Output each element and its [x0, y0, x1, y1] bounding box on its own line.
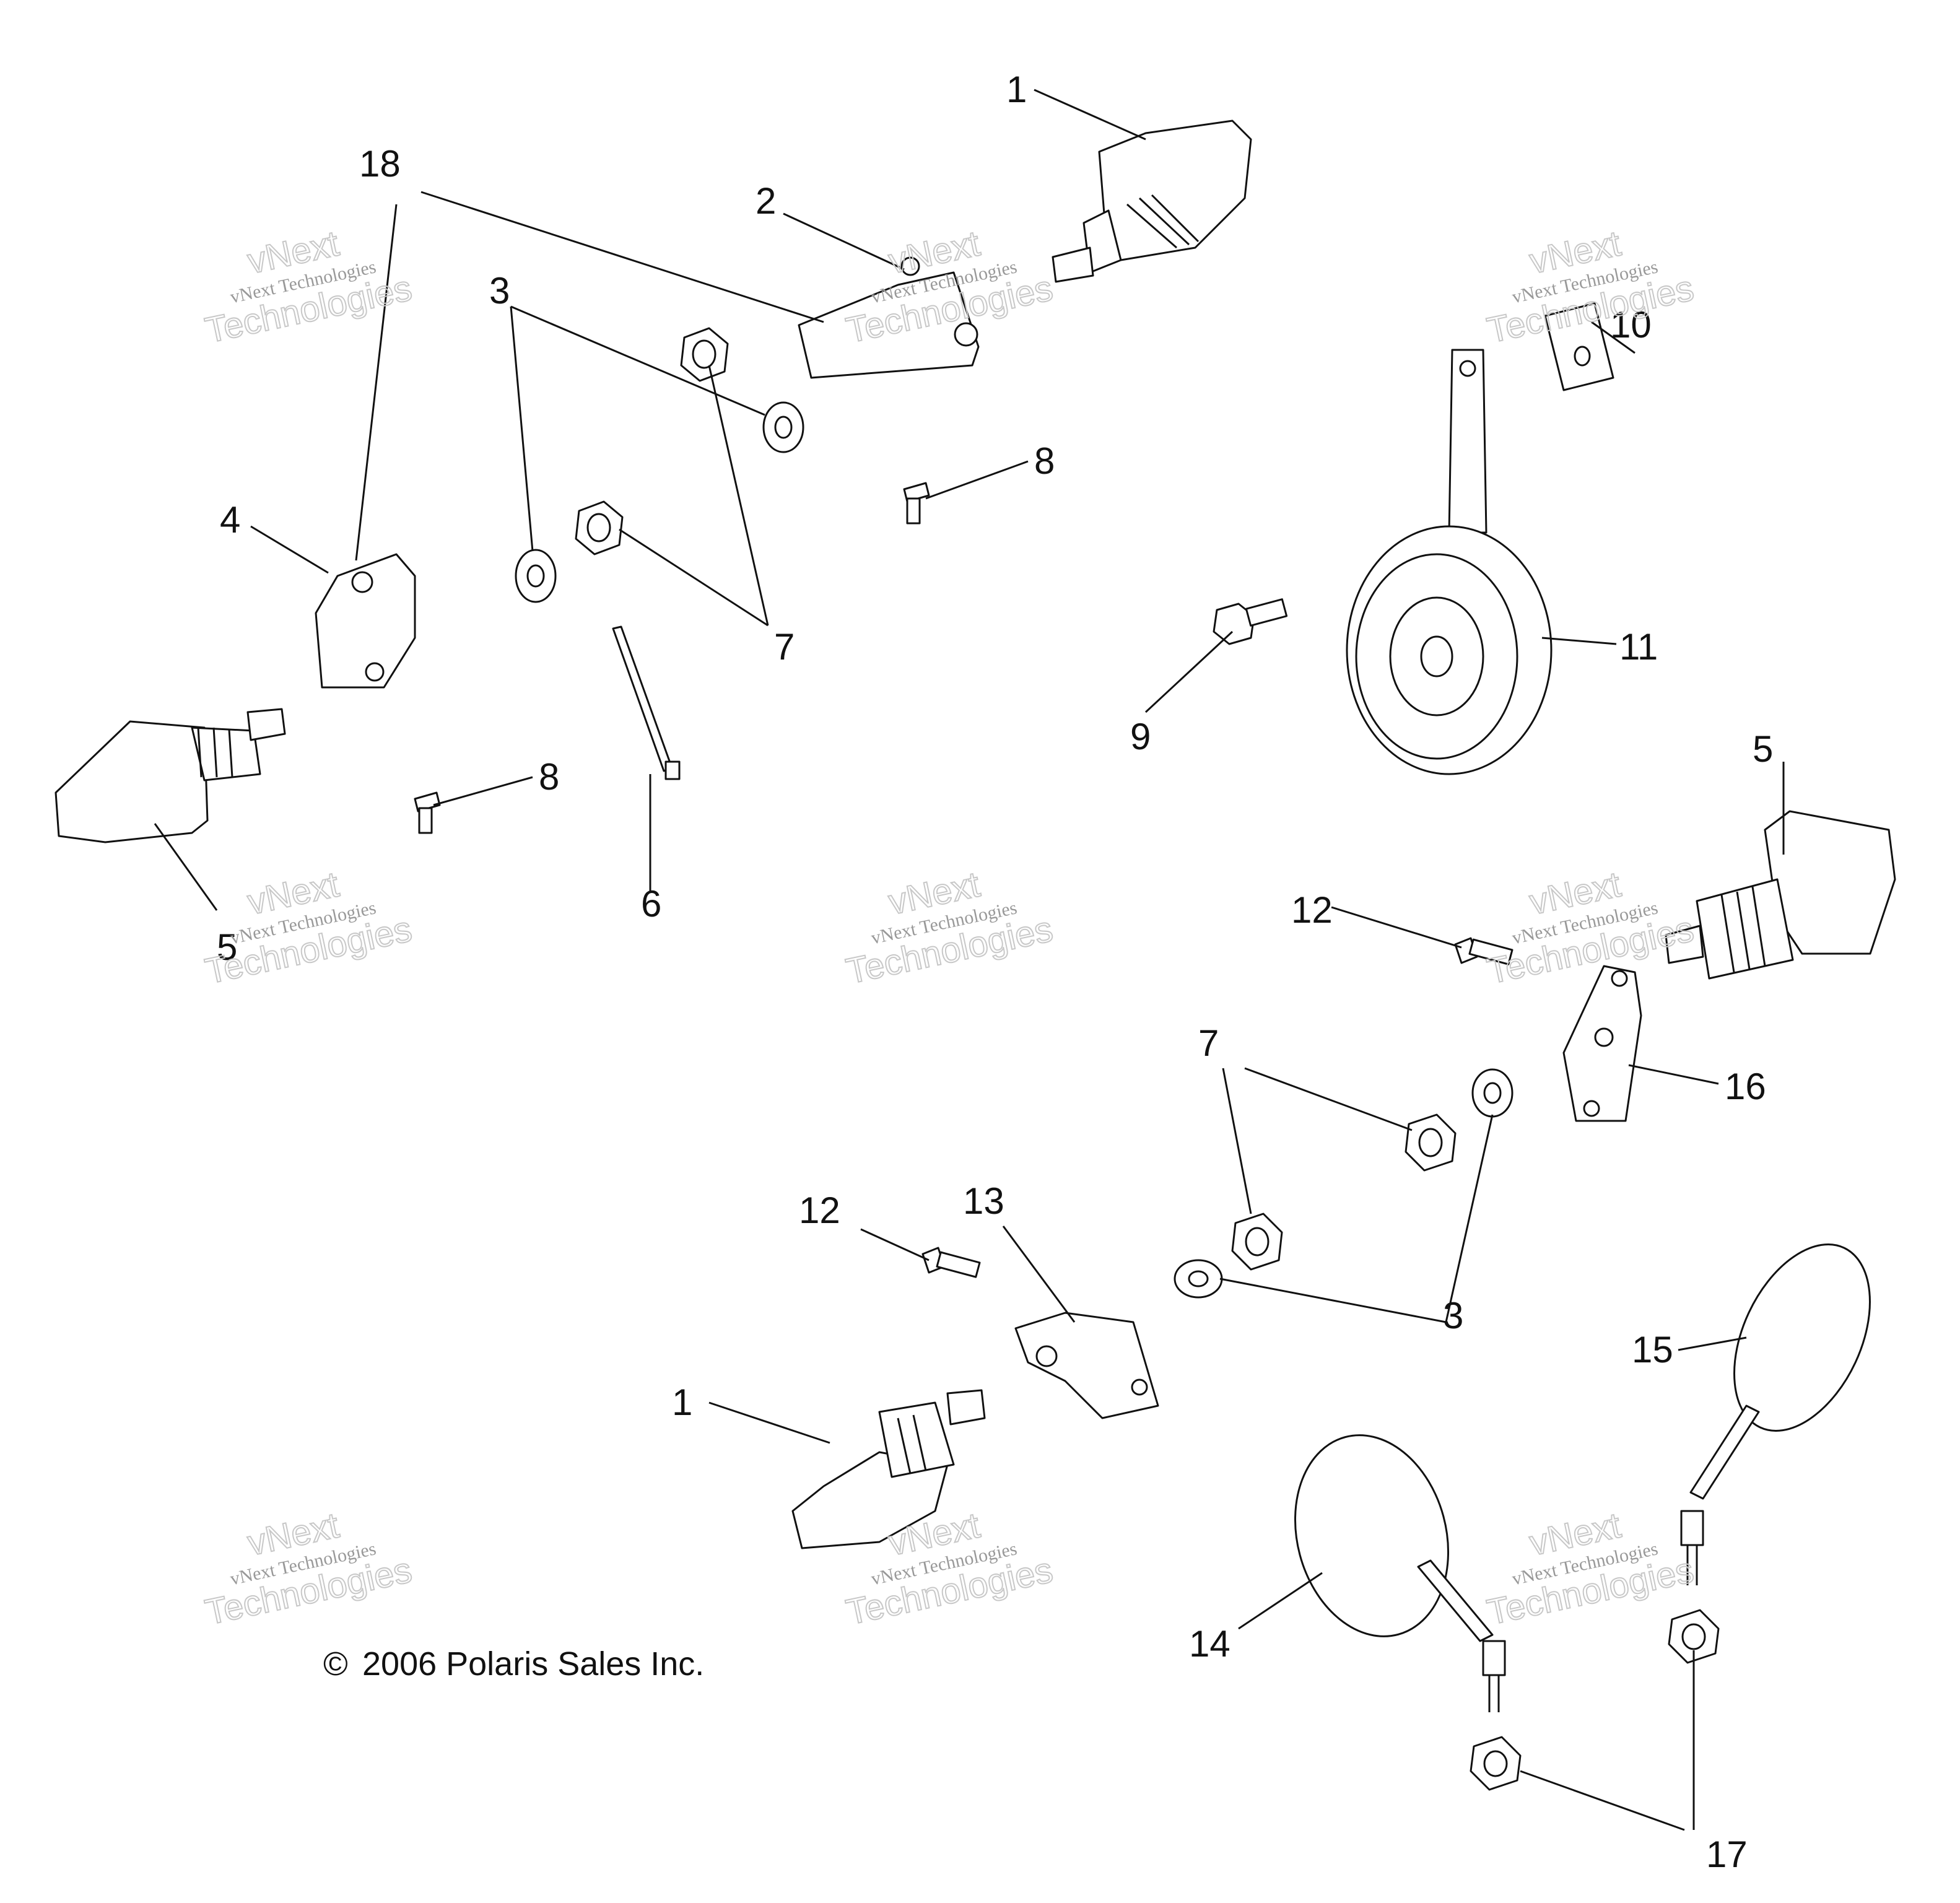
- watermark: vNext vNext Technologies Technologies: [201, 1504, 416, 1633]
- nut-7d: [1231, 1213, 1283, 1271]
- horn-11: [1346, 349, 1553, 775]
- watermark: vNext vNext Technologies Technologies: [1483, 1504, 1698, 1633]
- turn-signal-top: [1052, 120, 1252, 283]
- bracket-16: [1562, 965, 1642, 1122]
- callout-12-bottom: 12: [799, 1190, 840, 1231]
- turn-signal-right: [1665, 810, 1896, 980]
- nut-7a: [680, 327, 729, 382]
- washer-3a: [762, 401, 804, 453]
- callout-1-top: 1: [1006, 69, 1027, 110]
- callout-18: 18: [359, 143, 401, 185]
- screw-12b: [921, 1247, 981, 1278]
- callout-8-top: 8: [1034, 440, 1055, 482]
- watermark: vNext vNext Technologies Technologies: [1483, 863, 1698, 992]
- callout-1-bottom: 1: [672, 1382, 692, 1423]
- copyright-text: 2006 Polaris Sales Inc.: [362, 1645, 704, 1683]
- nut-7c: [1405, 1113, 1457, 1172]
- leader-lines: [154, 89, 1785, 1831]
- mirror-14: [1294, 1434, 1506, 1712]
- screw-12a: [1454, 937, 1514, 965]
- callout-10: 10: [1610, 304, 1652, 346]
- turn-signal-bottom: [791, 1389, 986, 1549]
- callout-2: 2: [756, 180, 776, 222]
- callout-12-top: 12: [1291, 889, 1333, 931]
- callout-3-top: 3: [489, 270, 510, 311]
- nut-7b: [575, 500, 624, 555]
- screw-8a: [903, 482, 930, 525]
- copyright-symbol: ©: [323, 1645, 348, 1683]
- screw-8b: [414, 791, 441, 834]
- callout-6: 6: [641, 883, 661, 925]
- bolt-9: [1213, 598, 1288, 645]
- callout-9: 9: [1130, 716, 1151, 757]
- callout-13: 13: [963, 1180, 1004, 1222]
- washer-3c: [1471, 1068, 1514, 1118]
- watermark: vNext vNext Technologies Technologies: [842, 863, 1057, 992]
- mirror-15: [1680, 1243, 1871, 1585]
- callout-15: 15: [1632, 1329, 1673, 1370]
- callout-5-right: 5: [1753, 728, 1773, 770]
- watermark: vNext vNext Technologies Technologies: [1483, 222, 1698, 351]
- callout-5-left: 5: [217, 926, 237, 968]
- callout-16: 16: [1725, 1066, 1766, 1107]
- washer-3d: [1174, 1259, 1223, 1299]
- cable-tie-6: [612, 625, 681, 780]
- callout-17: 17: [1706, 1834, 1748, 1875]
- bracket-4: [315, 553, 416, 689]
- callout-4: 4: [220, 499, 240, 541]
- copyright-notice: © 2006 Polaris Sales Inc.: [323, 1645, 704, 1683]
- washer-3b: [515, 549, 557, 603]
- callout-7-bottom: 7: [1198, 1022, 1219, 1064]
- nut-17a: [1668, 1609, 1720, 1664]
- bracket-2: [798, 256, 980, 379]
- watermark: vNext vNext Technologies Technologies: [842, 222, 1057, 351]
- turn-signal-left: [54, 708, 286, 843]
- bracket-13: [1014, 1312, 1159, 1419]
- nut-17b: [1470, 1736, 1522, 1791]
- callout-7-top: 7: [774, 626, 795, 668]
- callout-8-bottom: 8: [539, 756, 559, 798]
- callout-labels: 1 1 2 3 3 4 5 5 6 7 7 8 8 9 10 11 12 12 …: [217, 69, 1773, 1875]
- callout-3-bottom: 3: [1443, 1295, 1463, 1336]
- callout-11: 11: [1619, 626, 1658, 668]
- callout-14: 14: [1189, 1623, 1230, 1665]
- watermark: vNext vNext Technologies Technologies: [201, 863, 416, 992]
